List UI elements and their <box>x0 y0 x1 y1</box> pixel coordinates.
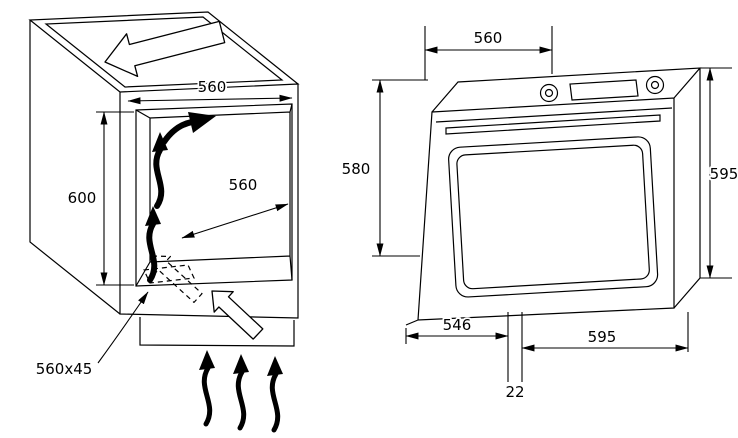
vent-cutout-callout: 560x45 <box>34 291 149 380</box>
dim-oven-front-height: 580 <box>340 79 428 257</box>
airflow-wave-icon <box>146 221 158 283</box>
wavy-arrow-icon <box>235 369 247 431</box>
vent-cutout-label: 560x45 <box>36 360 93 378</box>
dim-label-oven-total-height: 595 <box>710 165 738 183</box>
oven-outline <box>405 67 702 326</box>
wavy-arrowhead-icon <box>199 350 215 370</box>
dim-label-niche-depth: 560 <box>229 176 258 194</box>
cabinet-outline <box>28 11 300 319</box>
dim-niche-depth: 560 <box>181 174 289 239</box>
airflow-arrowhead-icon <box>188 112 216 133</box>
vent-airflow-dashed-arrow-icon <box>151 255 203 303</box>
dim-extension-lines <box>96 111 134 286</box>
dim-label-oven-total-depth: 595 <box>588 328 617 346</box>
control-knob-right-icon <box>645 75 665 95</box>
cabinet-interior <box>135 103 293 287</box>
control-display <box>569 79 639 101</box>
dim-label-niche-width: 560 <box>198 78 227 96</box>
dim-niche-height: 600 <box>66 111 134 286</box>
dim-oven-total-depth: 595 <box>521 312 689 382</box>
plinth-airflow-arrow-icon <box>211 290 264 340</box>
dim-label-oven-top-width: 560 <box>474 29 503 47</box>
vent-slot <box>143 264 195 284</box>
dim-oven-top-width: 560 <box>424 26 553 80</box>
cavity-airflow-arrows <box>145 112 216 283</box>
dim-label-oven-body-depth: 546 <box>443 316 472 334</box>
dim-extension-lines <box>700 67 732 279</box>
wavy-arrow-icon <box>269 371 281 433</box>
dim-extension-lines <box>521 312 689 382</box>
door-window-outer <box>448 136 659 298</box>
top-airflow-arrow-icon <box>104 20 226 78</box>
knob-outer <box>539 83 559 103</box>
callout-leader-line <box>97 291 149 364</box>
dim-door-overhang: 22 <box>504 381 527 403</box>
knob-inner <box>650 80 660 90</box>
oven-handle <box>445 114 661 135</box>
knob-inner <box>544 88 554 98</box>
oven-door <box>448 136 659 298</box>
dim-label-niche-height: 600 <box>68 189 97 207</box>
dim-line <box>181 203 289 239</box>
cabinet-plinth <box>139 317 295 347</box>
airflow-arrowhead-icon <box>152 132 168 152</box>
control-panel-edge <box>435 107 673 123</box>
dim-niche-width: 560 <box>127 76 293 105</box>
dim-oven-body-depth: 546 <box>405 312 509 382</box>
airflow-wave-icon <box>153 147 165 209</box>
cabinet-diagram: 560 600 560 560x45 <box>28 11 300 433</box>
airflow-turn-icon <box>161 119 195 145</box>
door-window-inner <box>456 144 650 290</box>
dim-label-oven-front-height: 580 <box>342 160 371 178</box>
knob-outer <box>645 75 665 95</box>
control-knob-left-icon <box>539 83 559 103</box>
oven-diagram: 560 580 595 546 595 22 <box>340 26 738 403</box>
wavy-arrowhead-icon <box>267 356 283 376</box>
dim-line <box>127 94 293 105</box>
dim-oven-total-height: 595 <box>700 67 738 279</box>
airflow-arrowhead-icon <box>145 206 161 226</box>
wavy-arrow-icon <box>201 365 213 427</box>
wavy-arrowhead-icon <box>233 354 249 374</box>
dim-label-door-overhang: 22 <box>505 383 524 401</box>
intake-airflow-arrows <box>199 350 283 433</box>
